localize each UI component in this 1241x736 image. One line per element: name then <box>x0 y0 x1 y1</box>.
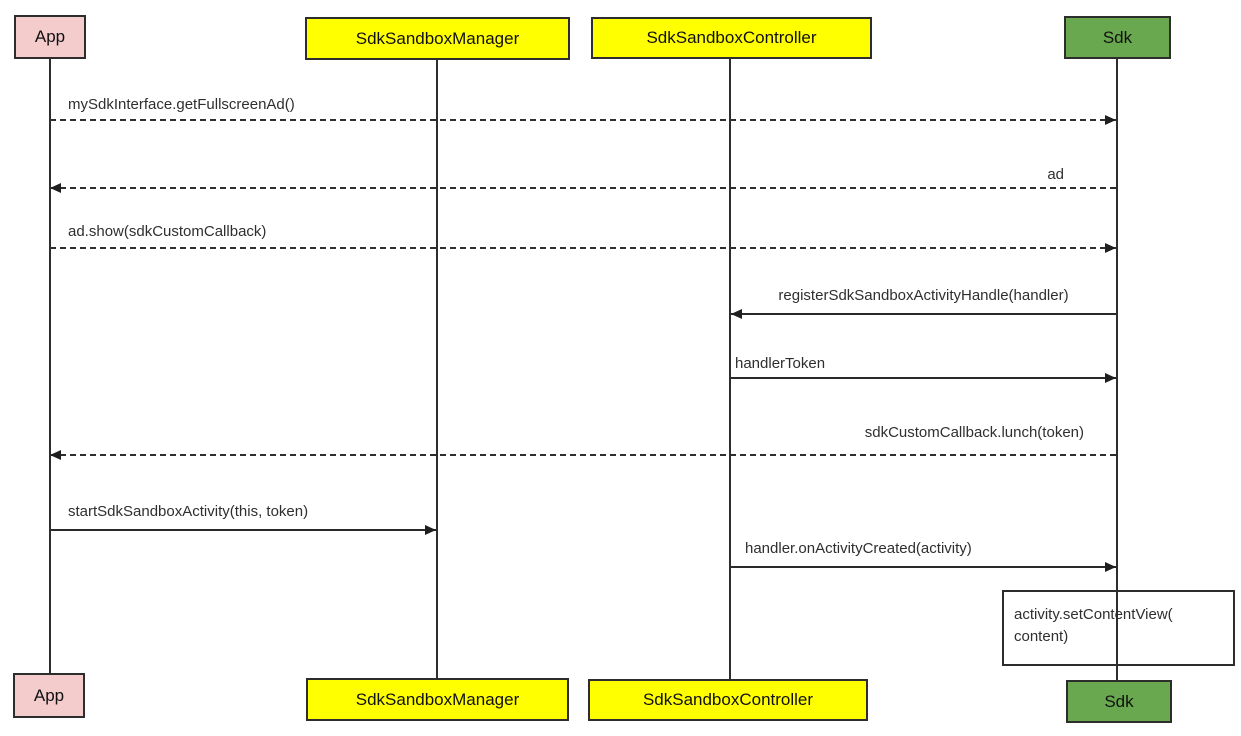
lifeline-app <box>49 59 51 674</box>
message-line <box>50 529 436 531</box>
message-line <box>731 566 1116 568</box>
note-line: activity.setContentView( <box>1014 606 1173 623</box>
message-line <box>50 187 1116 189</box>
actor-label: SdkSandboxController <box>646 28 817 47</box>
lifeline-manager <box>436 60 438 678</box>
message-label: mySdkInterface.getFullscreenAd() <box>68 96 295 113</box>
arrow-head-left <box>731 309 742 319</box>
arrow-head-right <box>1105 373 1116 383</box>
actor-label: SdkSandboxController <box>642 690 814 709</box>
message-line <box>50 247 1116 249</box>
lifeline-sdk <box>1116 59 1118 680</box>
lifeline-controller <box>729 59 731 679</box>
actor-box-manager-bottom: SdkSandboxManager <box>306 678 569 721</box>
message-label: ad.show(sdkCustomCallback) <box>68 223 267 240</box>
message-label: startSdkSandboxActivity(this, token) <box>68 503 309 520</box>
message-label: handlerToken <box>735 355 826 372</box>
actor-box-app-bottom: App <box>13 673 85 718</box>
message-line <box>50 119 1116 121</box>
arrow-head-right <box>1105 115 1116 125</box>
actor-box-manager-top: SdkSandboxManager <box>305 17 570 60</box>
message-label: handler.onActivityCreated(activity) <box>745 540 972 557</box>
arrow-head-left <box>50 450 61 460</box>
arrow-head-right <box>1105 562 1116 572</box>
actor-label: Sdk <box>1102 27 1133 47</box>
note-box-set-content-view: activity.setContentView( content) <box>1002 590 1235 666</box>
actor-box-controller-bottom: SdkSandboxController <box>588 679 868 721</box>
arrow-head-right <box>1105 243 1116 253</box>
actor-label: Sdk <box>1104 691 1134 711</box>
actor-box-sdk-top: Sdk <box>1064 16 1171 59</box>
message-label: ad <box>1047 166 1064 183</box>
message-line <box>731 313 1116 315</box>
actor-box-controller-top: SdkSandboxController <box>591 17 872 59</box>
message-label: sdkCustomCallback.lunch(token) <box>864 424 1084 441</box>
actor-label: SdkSandboxManager <box>355 689 520 709</box>
message-line <box>50 454 1116 456</box>
arrow-head-left <box>50 183 61 193</box>
actor-label: App <box>34 27 66 46</box>
note-line: content) <box>1014 628 1069 645</box>
message-line <box>731 377 1116 379</box>
message-label: registerSdkSandboxActivityHandle(handler… <box>778 287 1069 304</box>
actor-box-app-top: App <box>14 15 86 59</box>
actor-box-sdk-bottom: Sdk <box>1066 680 1172 723</box>
actor-label: SdkSandboxManager <box>355 28 520 48</box>
actor-label: App <box>33 685 65 705</box>
arrow-head-right <box>425 525 436 535</box>
